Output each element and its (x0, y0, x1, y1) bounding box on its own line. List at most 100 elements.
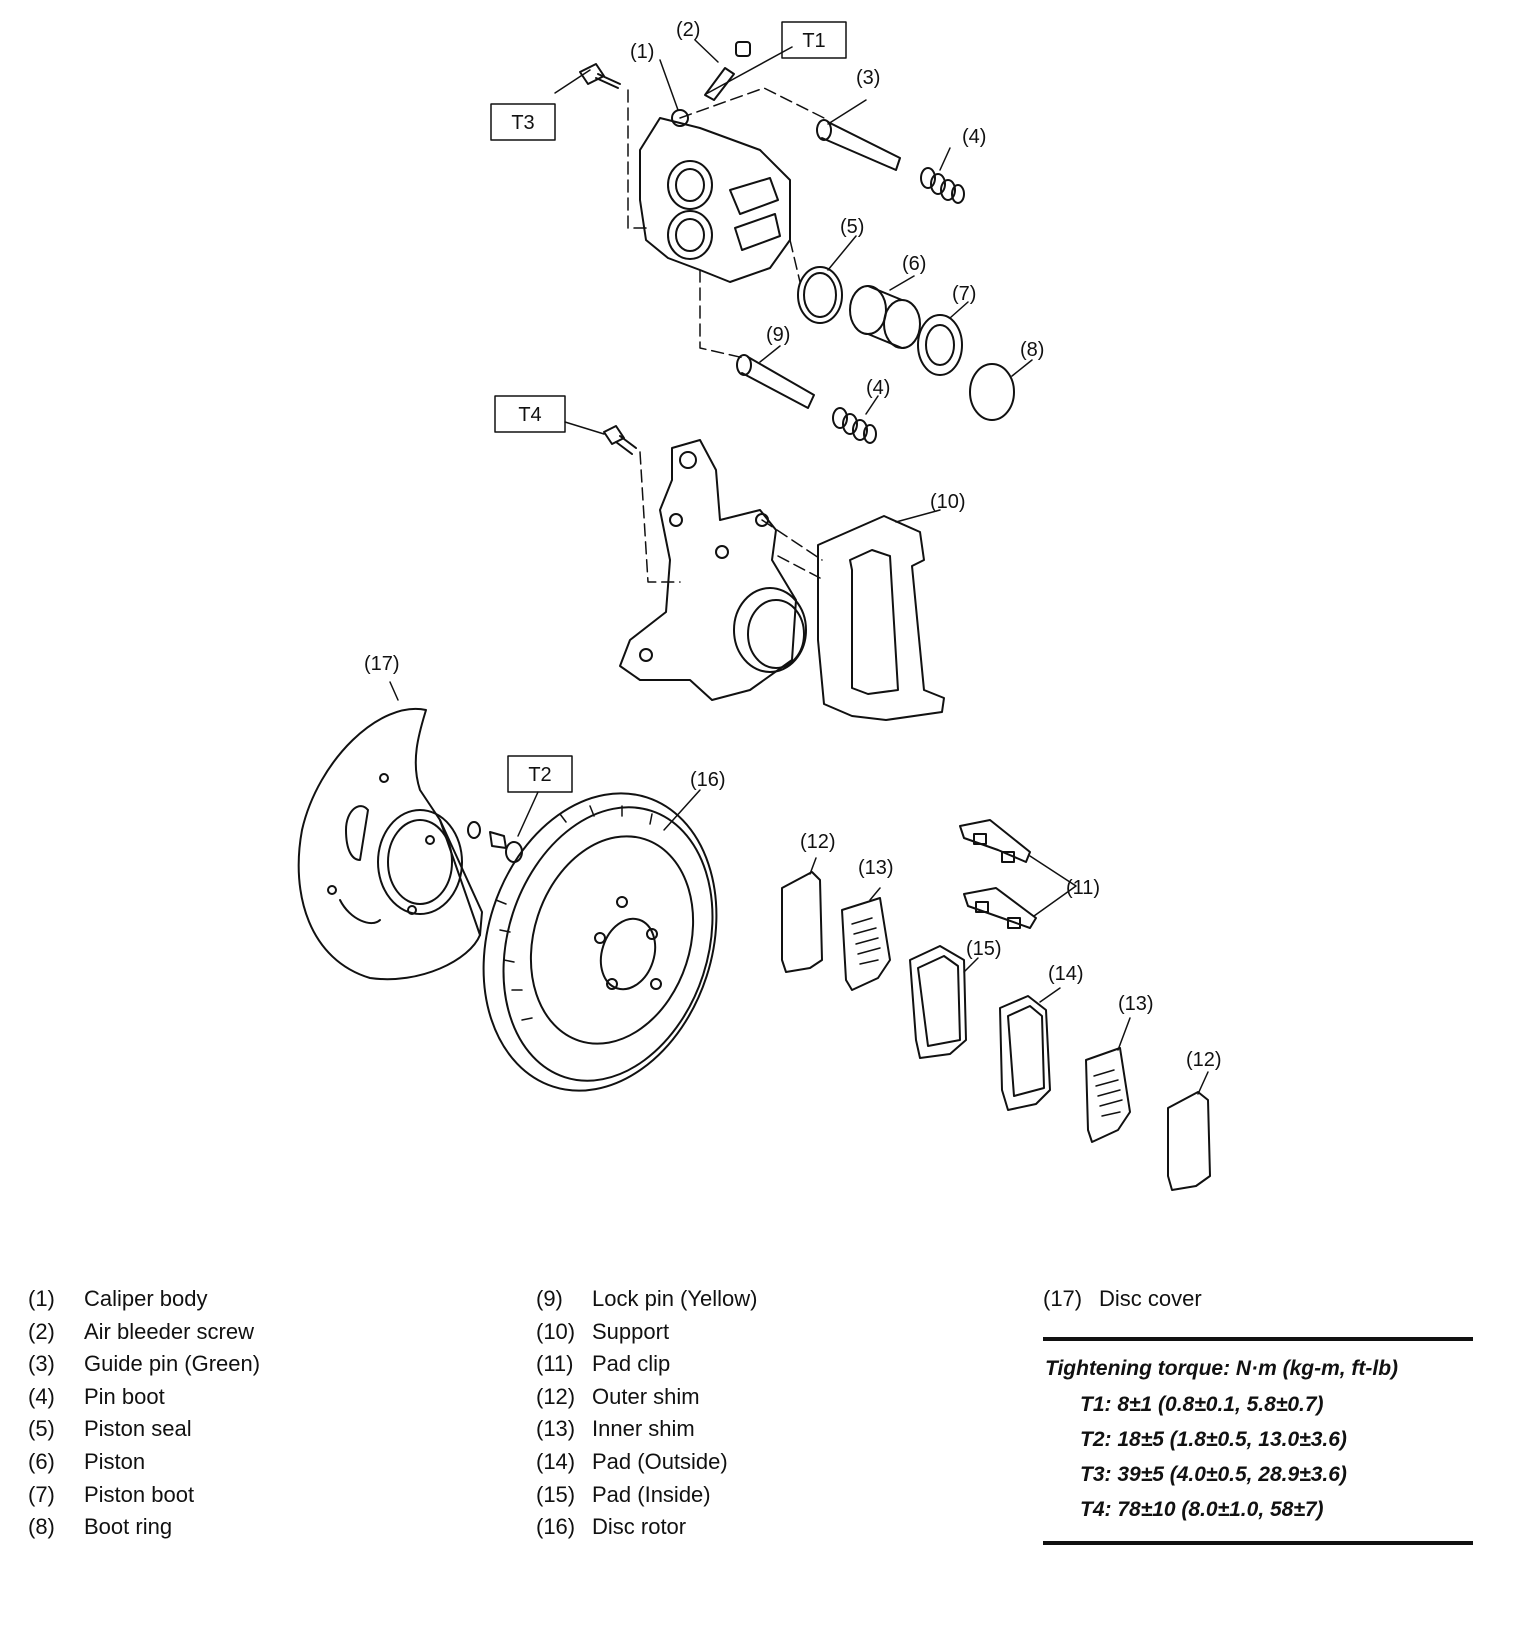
callout-16: (16) (690, 769, 726, 791)
inner-shim-outside (1085, 1047, 1131, 1143)
exploded-brake-diagram: T1 T2 T3 T4 (1) (2) (3) (4) (5) (6) (7) … (297, 19, 1222, 1191)
legend-label: Inner shim (592, 1416, 695, 1442)
legend-item: (9)Lock pin (Yellow) (536, 1283, 758, 1316)
legend-label: Disc rotor (592, 1514, 687, 1540)
callout-9: (9) (766, 324, 790, 346)
legend-item: (11) Pad clip (536, 1348, 758, 1381)
callout-4-lower: (4) (866, 377, 890, 399)
torque-box-t2: T2 (507, 755, 573, 793)
pad-outside (999, 995, 1051, 1111)
torque-panel-bottom-rule (1043, 1541, 1473, 1545)
legend-label: Pin boot (84, 1383, 165, 1409)
callout-8: (8) (1020, 339, 1044, 361)
pad-inside (909, 945, 967, 1059)
torque-spec-t2: T2: 18±5 (1.8±0.5, 13.0±3.6) (1080, 1428, 1347, 1451)
callout-2: (2) (676, 19, 700, 41)
legend-label: Guide pin (Green) (84, 1351, 261, 1377)
legend-item: (2)Air bleeder screw (28, 1316, 260, 1349)
piston-boot (917, 314, 963, 376)
pin-boot-upper (920, 167, 965, 204)
legend-label: Piston boot (84, 1481, 195, 1507)
legend-item: (12) Outer shim (536, 1381, 758, 1414)
torque-box-t4-label: T4 (518, 404, 541, 426)
knuckle-leader-lines (639, 451, 823, 583)
torque-box-t3-label: T3 (511, 112, 534, 134)
legend-item: (17) Disc cover (1043, 1283, 1202, 1316)
disc-rotor (482, 792, 718, 1092)
legend-item: (1) Caliper body (28, 1283, 260, 1316)
callout-5: (5) (840, 216, 864, 238)
callout-13-lower: (13) (1118, 993, 1154, 1015)
torque-spec-panel: Tightening torque: N·m (kg-m, ft-lb) T1:… (1043, 1337, 1473, 1545)
pad-clip-lower (963, 887, 1037, 929)
piston-seal (797, 266, 843, 324)
legend-label: Caliper body (84, 1286, 208, 1311)
callout-11: (11) (1066, 877, 1100, 899)
legend-label: Pad (Inside) (592, 1481, 711, 1507)
guide-pin (816, 119, 901, 171)
legend-column-1: (1) Caliper body (2)Air bleeder screw (3)… (28, 1283, 260, 1544)
legend-number: (6) (28, 1448, 55, 1474)
torque-spec-t1: T1: 8±1 (0.8±0.1, 5.8±0.7) (1080, 1393, 1324, 1416)
torque-heading: Tightening torque: N·m (kg-m, ft-lb) (1045, 1357, 1399, 1380)
legend-number: (11) (536, 1351, 574, 1377)
torque-box-t3: T3 (490, 103, 556, 141)
legend-number: (5) (28, 1416, 55, 1442)
callout-3: (3) (856, 67, 880, 89)
outer-shim-inside (781, 871, 823, 973)
lock-pin (736, 354, 815, 409)
legend-item: (13) Inner shim (536, 1413, 758, 1446)
caliper-bolt-t3 (579, 63, 621, 89)
torque-box-t1-label: T1 (802, 30, 825, 52)
disc-cover-bolt (467, 821, 523, 863)
legend-number: (13) (536, 1416, 576, 1442)
steering-knuckle (619, 439, 807, 701)
legend-number: (14) (536, 1448, 576, 1474)
legend-number: (15) (536, 1481, 576, 1507)
legend-number: (1) (28, 1286, 55, 1311)
legend-column-3: (17) Disc cover (1043, 1283, 1202, 1316)
outer-shim-outside (1167, 1091, 1211, 1191)
torque-box-t1: T1 (781, 21, 847, 59)
legend-item: (6)Piston (28, 1446, 260, 1479)
boot-ring (969, 363, 1015, 421)
legend-item: (16) Disc rotor (536, 1511, 758, 1544)
legend-item: (10)Support (536, 1316, 758, 1349)
torque-box-t2-label: T2 (528, 764, 551, 786)
inner-shim-inside (841, 897, 891, 991)
air-bleeder-screw (704, 41, 751, 101)
legend-item: (4) Pin boot (28, 1381, 260, 1414)
legend-column-2: (9)Lock pin (Yellow) (10)Support (11) Pad… (536, 1283, 758, 1544)
callout-13-upper: (13) (858, 857, 894, 879)
torque-panel-top-rule (1043, 1337, 1473, 1341)
legend-label: Outer shim (592, 1383, 700, 1409)
legend-number: (12) (536, 1383, 576, 1409)
legend-item: (3) Guide pin (Green) (28, 1348, 260, 1381)
legend-number: (9) (536, 1286, 563, 1311)
legend-label: Support (592, 1318, 670, 1344)
legend-label: Disc cover (1099, 1286, 1202, 1311)
legend-number: (2) (28, 1318, 55, 1344)
disc-cover (297, 707, 483, 981)
legend-item: (5) Piston seal (28, 1413, 260, 1446)
legend-item: (7)Piston boot (28, 1479, 260, 1512)
callout-12-lower: (12) (1186, 1049, 1222, 1071)
legend-number: (3) (28, 1351, 55, 1377)
caliper-body (639, 109, 791, 283)
callout-6: (6) (902, 253, 926, 275)
pin-boot-lower (832, 407, 877, 444)
legend-number: (17) (1043, 1286, 1083, 1311)
legend-number: (16) (536, 1514, 576, 1540)
legend-item: (15) Pad (Inside) (536, 1479, 758, 1512)
legend-item: (8)Boot ring (28, 1511, 260, 1544)
legend-number: (4) (28, 1383, 55, 1409)
callout-4-upper: (4) (962, 126, 986, 148)
legend-label: Piston seal (84, 1416, 192, 1442)
caliper-leader-lines (627, 87, 825, 359)
torque-spec-t3: T3: 39±5 (4.0±0.5, 28.9±3.6) (1080, 1463, 1347, 1486)
callout-1: (1) (630, 41, 654, 63)
torque-box-t4: T4 (494, 395, 566, 433)
legend-label: Pad clip (592, 1351, 671, 1377)
legend-number: (8) (28, 1514, 55, 1540)
callout-17: (17) (364, 653, 400, 675)
